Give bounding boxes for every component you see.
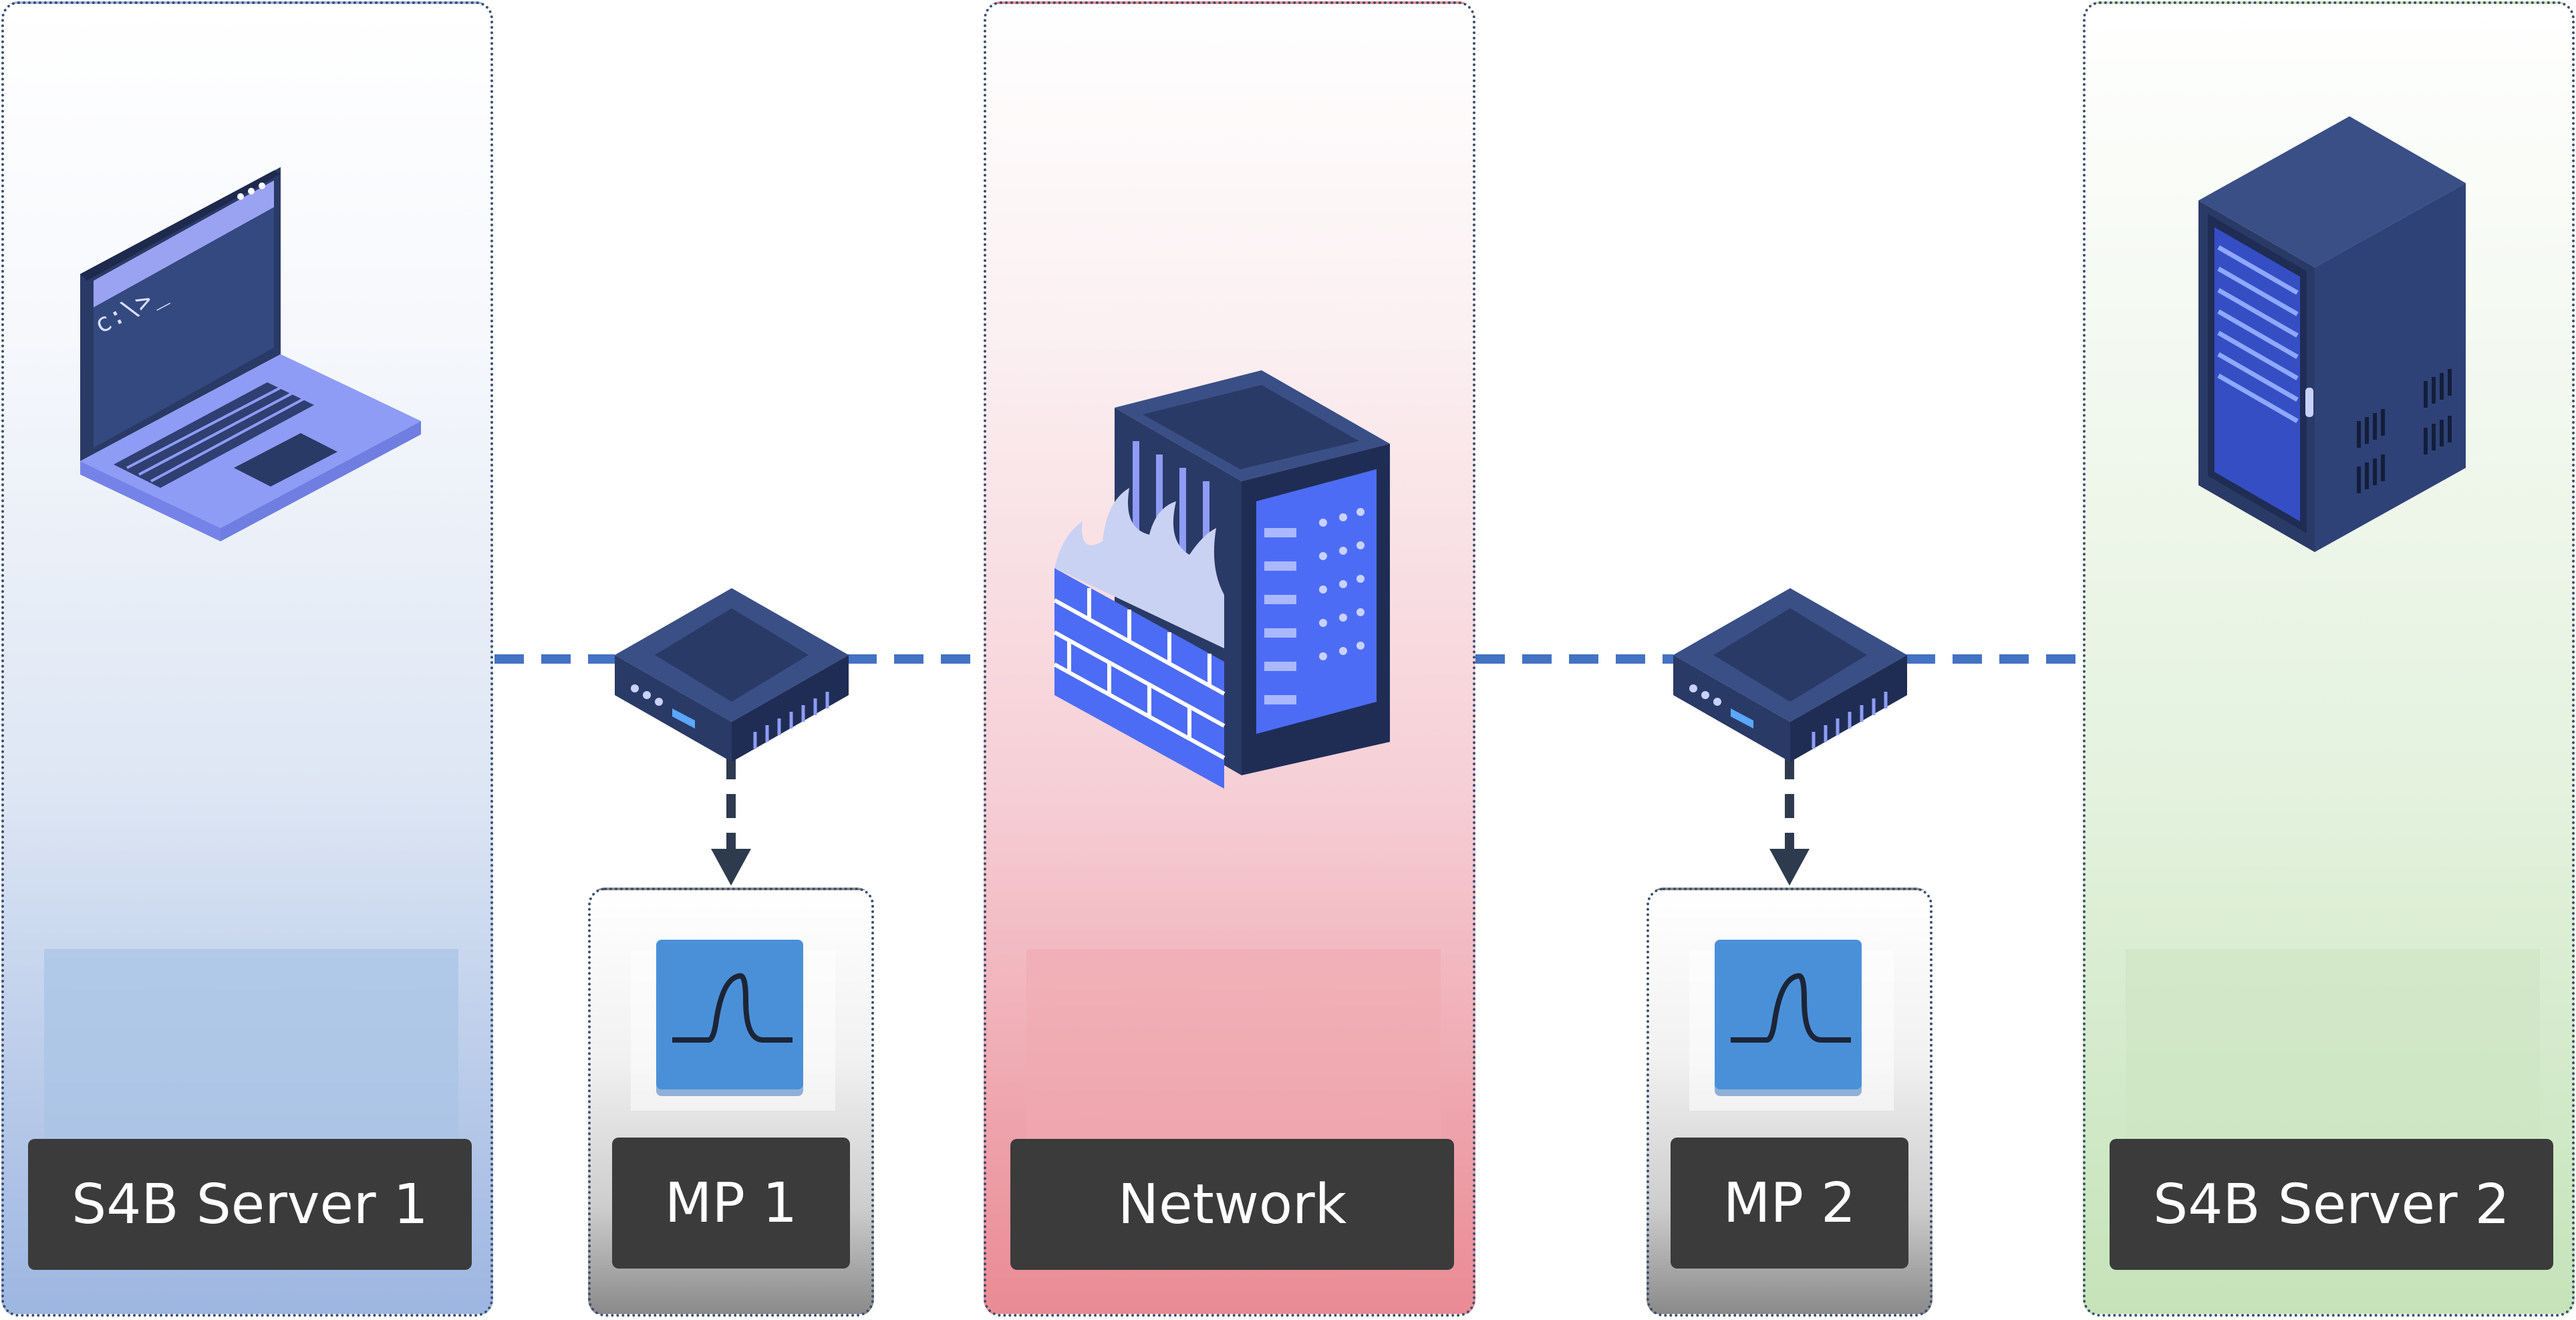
arrow-head-mp1 [711, 849, 751, 886]
server-rack-icon [2198, 116, 2466, 552]
node-label-mp1: MP 1 [612, 1138, 850, 1269]
router-icon-mp1 [615, 588, 849, 762]
waveform-icon [672, 973, 793, 1043]
tint-block [2126, 949, 2540, 1143]
arrow-head-mp2 [1769, 849, 1810, 886]
waveform-tile-mp2 [1715, 940, 1862, 1089]
node-panel-server1: S4B Server 1 [1, 1, 493, 1317]
firewall-server-icon [1053, 370, 1390, 789]
node-label-mp2: MP 2 [1671, 1138, 1908, 1269]
waveform-icon [1731, 973, 1851, 1043]
node-panel-server2: S4B Server 2 [2083, 1, 2575, 1317]
laptop-icon: c:\>_ [80, 167, 421, 541]
node-label-server1: S4B Server 1 [28, 1139, 472, 1270]
router-icon-mp2 [1673, 588, 1907, 762]
tint-block [1026, 949, 1441, 1143]
node-label-server2: S4B Server 2 [2110, 1139, 2553, 1270]
node-label-network: Network [1010, 1139, 1454, 1270]
waveform-tile-mp1 [656, 940, 803, 1089]
tint-block [44, 949, 458, 1143]
